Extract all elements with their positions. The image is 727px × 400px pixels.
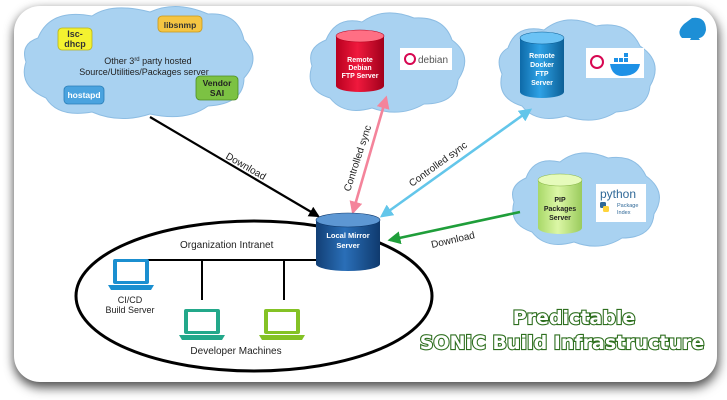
- debian-label-line1: Remote: [347, 57, 373, 64]
- local-mirror-label-line1: Local Mirror: [326, 231, 369, 240]
- debian-logo-text: debian: [418, 55, 448, 66]
- debian-label-line3: FTP Server: [342, 73, 379, 80]
- download-label-pip: Download: [430, 230, 476, 251]
- docker-label-line1: Remote: [529, 53, 555, 60]
- debian-logo-icon: debian: [400, 48, 452, 70]
- build-server-label-line1: CI/CD: [118, 295, 143, 305]
- pip-packages-database: PIP Packages Server: [537, 173, 583, 234]
- cloud-caption-line1: Other 3rd party hosted: [104, 56, 191, 66]
- docker-label-line3: FTP: [535, 71, 549, 78]
- package-vendor-line2: SAI: [210, 88, 224, 98]
- pip-label-line2: Packages: [544, 206, 576, 213]
- docker-label-line2: Docker: [530, 62, 554, 69]
- docker-ftp-database: Remote Docker FTP Server: [519, 31, 565, 98]
- build-server-label-line2: Build Server: [105, 305, 154, 315]
- developer-laptop-green-icon: [179, 309, 225, 340]
- controlled-sync-label-docker: Controlled sync: [407, 140, 469, 189]
- download-arrow-left: [149, 116, 320, 218]
- package-isc-line1: Isc-: [67, 29, 83, 39]
- title-line2: SONiC Build Infrastructure: [420, 332, 705, 354]
- package-libsnmp-label: libsnmp: [164, 20, 197, 30]
- pip-label-line1: PIP: [554, 197, 566, 204]
- pip-label-line3: Server: [549, 215, 571, 222]
- intranet-label: Organization Intranet: [180, 240, 274, 251]
- python-logo-icon: python Package Index: [596, 184, 646, 222]
- download-label-left: Download: [224, 151, 268, 183]
- docker-logo-icon: [586, 48, 644, 78]
- docker-label-line4: Server: [531, 80, 553, 87]
- developer-machines-label: Developer Machines: [190, 346, 281, 357]
- package-vendor-sai: Vendor SAI: [195, 75, 239, 101]
- developer-laptop-lime-icon: [259, 309, 305, 340]
- intranet-ellipse: [74, 219, 434, 373]
- python-logo-text: python: [600, 187, 636, 201]
- python-logo-sub-line2: Index: [617, 210, 631, 216]
- download-arrow-pip: [387, 210, 521, 245]
- package-isc-dhcp: Isc- dhcp: [57, 27, 93, 51]
- package-hostapd-label: hostapd: [67, 90, 100, 100]
- build-server-laptop-icon: [108, 259, 154, 290]
- python-logo-sub-line1: Package: [617, 203, 638, 209]
- cloud-caption-line2: Source/Utilities/Packages server: [79, 67, 209, 77]
- corner-logo-icon: [679, 17, 706, 40]
- package-isc-line2: dhcp: [64, 39, 86, 49]
- local-mirror-database: Local Mirror Server: [315, 212, 381, 271]
- local-mirror-label-line2: Server: [336, 241, 359, 250]
- controlled-sync-arrow-docker: [379, 108, 533, 218]
- debian-label-line2: Debian: [348, 65, 371, 72]
- title-line1: Predictable: [513, 307, 635, 329]
- package-vendor-line1: Vendor: [203, 78, 233, 88]
- debian-ftp-database: Remote Debian FTP Server: [335, 29, 385, 92]
- package-hostapd: hostapd: [63, 85, 105, 105]
- package-libsnmp: libsnmp: [157, 15, 203, 33]
